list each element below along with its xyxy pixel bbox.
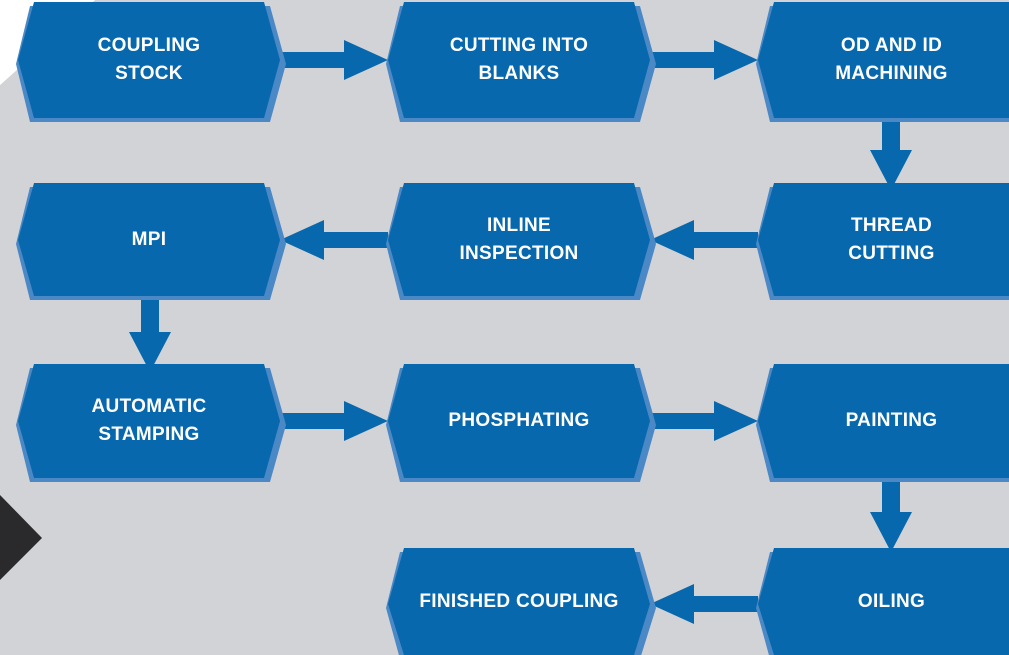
node-oiling	[756, 548, 1009, 655]
node-shape	[18, 2, 280, 118]
node-shape	[388, 2, 650, 118]
node-od-and-id-machining	[756, 2, 1009, 122]
arrow-right	[280, 40, 388, 80]
node-shape	[388, 183, 650, 296]
node-shape	[758, 548, 1009, 655]
node-shape	[18, 364, 280, 478]
node-thread-cutting	[756, 183, 1009, 300]
node-shape	[758, 2, 1009, 118]
coupling-image-fragment	[0, 495, 42, 580]
arrow-right	[650, 401, 758, 441]
flow-arrows	[129, 40, 912, 624]
node-shape	[388, 548, 650, 655]
node-phosphating	[386, 364, 656, 482]
flow-nodes	[16, 2, 1009, 655]
arrow-down	[870, 118, 912, 190]
arrow-left	[280, 220, 388, 260]
arrow-right	[650, 40, 758, 80]
node-mpi	[16, 183, 286, 300]
node-shape	[18, 183, 280, 296]
node-coupling-stock	[16, 2, 286, 122]
arrow-down	[129, 292, 171, 372]
node-cutting-into-blanks	[386, 2, 656, 122]
arrow-right	[280, 401, 388, 441]
arrow-left	[650, 220, 758, 260]
node-painting	[756, 364, 1009, 482]
node-shape	[758, 183, 1009, 296]
node-shape	[388, 364, 650, 478]
arrow-down	[870, 475, 912, 552]
node-inline-inspection	[386, 183, 656, 300]
node-automatic-stamping	[16, 364, 286, 482]
node-shape	[758, 364, 1009, 478]
arrow-left	[650, 584, 758, 624]
node-finished-coupling	[386, 548, 656, 655]
